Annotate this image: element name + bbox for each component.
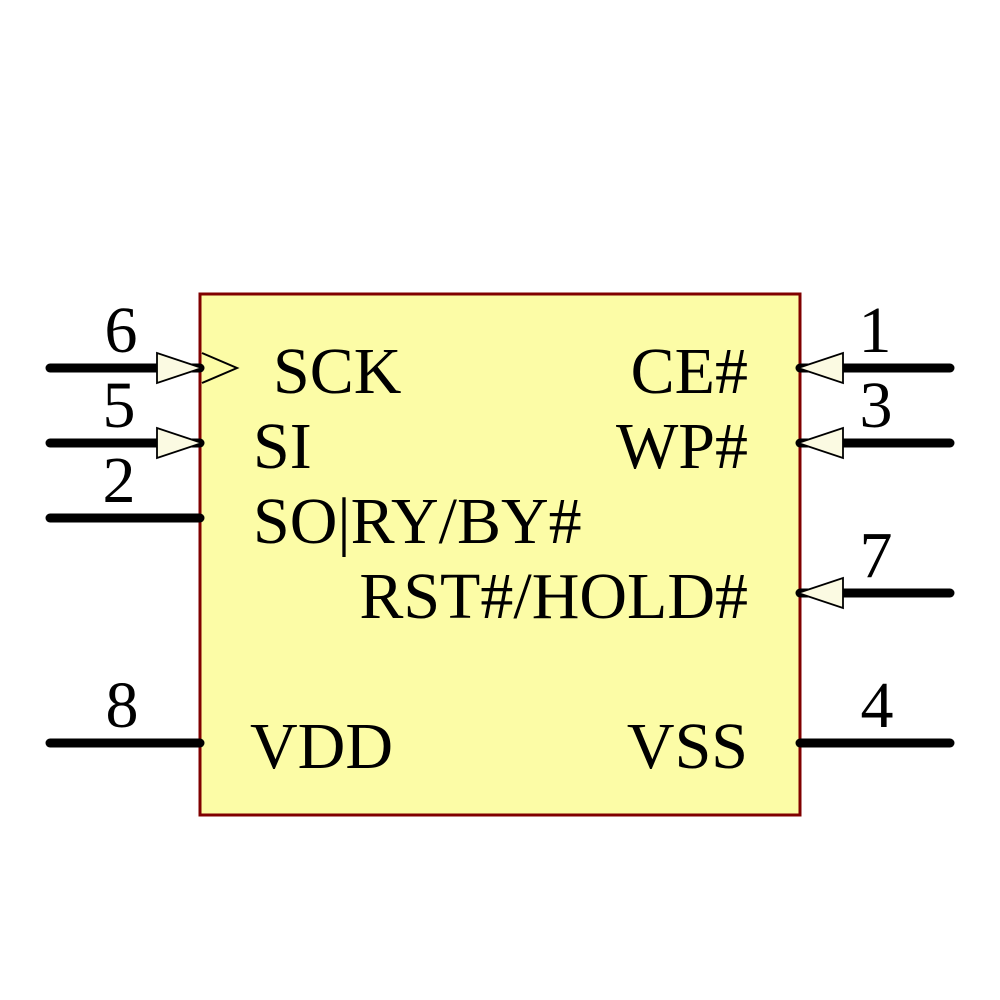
pin-3-wp: 3 WP# bbox=[616, 369, 955, 483]
pin-2-so-ry-by: 2 SO|RY/BY# bbox=[45, 444, 582, 558]
input-arrow-icon bbox=[156, 426, 205, 460]
pin-label: WP# bbox=[616, 410, 748, 483]
pin-number: 6 bbox=[105, 294, 138, 367]
pin-label: SI bbox=[253, 410, 312, 483]
pin-label: VSS bbox=[627, 710, 748, 783]
pin-number: 3 bbox=[860, 369, 893, 442]
input-arrow-icon bbox=[795, 351, 844, 385]
pin-label: RST#/HOLD# bbox=[359, 560, 748, 633]
pin-label: VDD bbox=[250, 710, 393, 783]
pin-number: 8 bbox=[106, 669, 139, 742]
ic-body bbox=[200, 294, 800, 815]
pin-7-rst-hold: 7 RST#/HOLD# bbox=[359, 519, 955, 633]
pin-number: 2 bbox=[103, 444, 136, 517]
input-arrow-icon bbox=[156, 351, 205, 385]
pin-5-si: 5 SI bbox=[45, 369, 312, 483]
pin-4-vss: 4 VSS bbox=[627, 669, 955, 783]
pin-label: SCK bbox=[273, 335, 401, 408]
pin-8-vdd: 8 VDD bbox=[45, 669, 393, 783]
clock-chevron-icon bbox=[201, 352, 240, 384]
pin-6-sck: 6 SCK bbox=[45, 294, 401, 408]
pin-number: 7 bbox=[860, 519, 893, 592]
input-arrow-icon bbox=[795, 576, 844, 610]
pin-label: SO|RY/BY# bbox=[253, 485, 582, 558]
pin-1-ce: 1 CE# bbox=[631, 294, 955, 408]
ic-body-border bbox=[198, 292, 802, 817]
pin-number: 1 bbox=[859, 294, 892, 367]
pin-number: 4 bbox=[861, 669, 894, 742]
pin-number: 5 bbox=[103, 369, 136, 442]
pin-label: CE# bbox=[631, 335, 748, 408]
input-arrow-icon bbox=[795, 426, 844, 460]
